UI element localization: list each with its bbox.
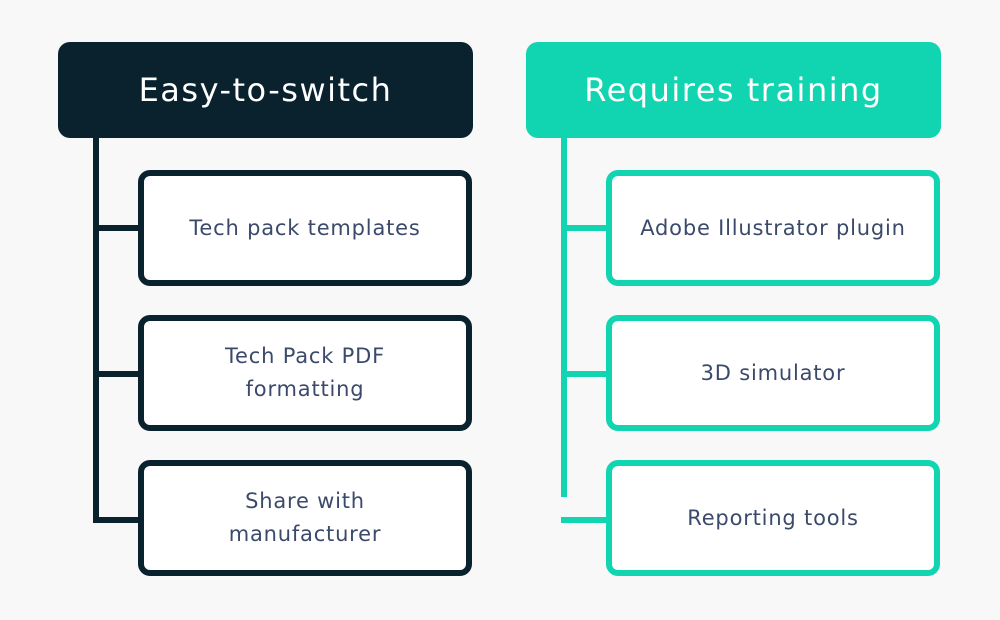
right-connector-branch: [561, 517, 609, 523]
right-connector-trunk: [561, 136, 567, 497]
right-connector-branch: [561, 371, 609, 377]
left-connector-branch: [93, 225, 141, 231]
item-reporting-tools: Reporting tools: [606, 460, 940, 576]
requires-training-header: Requires training: [526, 42, 941, 138]
right-connector-branch: [561, 225, 609, 231]
item-3d-simulator: 3D simulator: [606, 315, 940, 431]
left-connector-branch: [93, 371, 141, 377]
item-adobe-illustrator-plugin: Adobe Illustrator plugin: [606, 170, 940, 286]
item-tech-pack-templates: Tech pack templates: [138, 170, 472, 286]
item-share-with-manufacturer: Share with manufacturer: [138, 460, 472, 576]
left-connector-branch: [93, 517, 141, 523]
easy-to-switch-header: Easy-to-switch: [58, 42, 473, 138]
left-connector-trunk: [93, 136, 99, 523]
item-tech-pack-pdf-formatting: Tech Pack PDF formatting: [138, 315, 472, 431]
